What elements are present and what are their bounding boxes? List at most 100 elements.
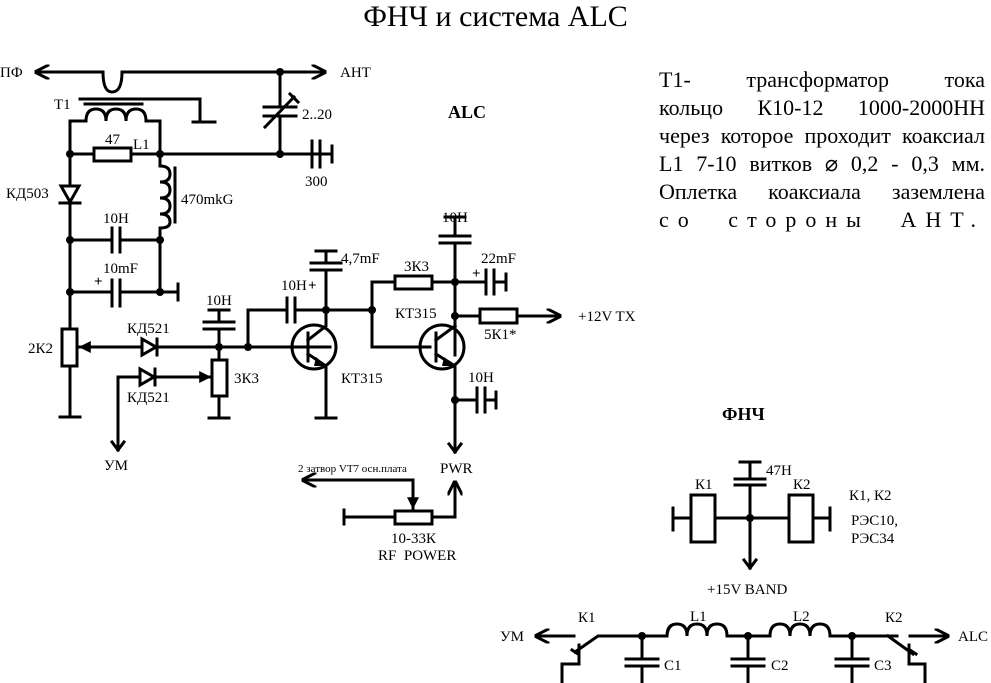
ground — [58, 364, 82, 419]
trimmer-arrow — [262, 91, 301, 130]
note-line-2: кольцо К10-12 1000-2000НН — [659, 95, 985, 120]
c10n-c-label: 10Н — [281, 278, 307, 294]
plus-sign: + — [472, 266, 481, 282]
q1-label: КТ315 — [341, 371, 383, 387]
lpf-alc-label: ALC — [958, 629, 988, 645]
r5k1-label: 5К1* — [484, 327, 517, 343]
main-rf-line — [34, 72, 327, 94]
inductor-l2 — [745, 622, 899, 638]
q1-leads — [246, 308, 338, 420]
relay-types-1: К1, К2 — [849, 488, 892, 504]
wire — [116, 375, 142, 452]
potentiometer-rf-power — [393, 509, 434, 526]
c4-7mf-label: 4,7mF — [341, 251, 380, 267]
capacitor-c3 — [834, 634, 870, 683]
lpf-l2-label: L2 — [793, 609, 810, 625]
transformer-note: T1- трансформатор тока кольцо К10-12 100… — [659, 66, 985, 234]
relay-coil-k1 — [689, 493, 717, 544]
choke-label: 470mkG — [181, 192, 234, 208]
potentiometer-3k3 — [210, 358, 229, 398]
q2-label: КТ315 — [395, 306, 437, 322]
pot-2k2-label: 2К2 — [28, 341, 53, 357]
wire — [342, 508, 457, 526]
lpf-um-label: УМ — [500, 629, 524, 645]
plus-sign: + — [94, 274, 103, 290]
arrow-down — [741, 557, 759, 571]
c10n-b-label: 10Н — [206, 293, 232, 309]
t1-label: T1 — [54, 97, 71, 113]
arrow-down — [109, 439, 127, 453]
ground — [207, 394, 231, 420]
junction — [156, 288, 164, 296]
relay-types-3: РЭС34 — [851, 531, 895, 547]
capacitor-c1 — [624, 634, 660, 683]
c10n-a-label: 10Н — [103, 211, 129, 227]
choke-470mkg — [158, 152, 172, 242]
note-line-6: со стороны АНТ. — [659, 207, 985, 232]
arrow-down — [446, 441, 464, 455]
junction — [66, 236, 74, 244]
junction — [215, 343, 223, 351]
r47-label: 47 — [105, 132, 121, 148]
pot-rf-name: RF POWER — [378, 548, 456, 564]
inductor-l1 — [665, 622, 749, 638]
junction — [66, 288, 74, 296]
page-title: ФНЧ и система ALC — [363, 0, 628, 33]
wire — [907, 643, 927, 683]
capacitor-10n-e — [453, 386, 498, 414]
junction — [848, 632, 856, 640]
diode-kd521-b — [138, 366, 158, 388]
c22mf-label: 22mF — [481, 251, 516, 267]
capacitor-47n — [733, 460, 767, 570]
lpf-k2-label: К2 — [885, 610, 903, 626]
pf-port-label: ПФ — [0, 65, 23, 81]
capacitor-10n-b — [202, 308, 236, 362]
r3k3-label: 3К3 — [404, 259, 429, 275]
junction — [746, 514, 754, 522]
relay-contact-k1 — [572, 634, 669, 655]
wire — [370, 308, 432, 349]
trimmer-label: 2..20 — [302, 107, 332, 123]
gate-port-label: 2 затвор VT7 осн.плата — [298, 463, 407, 475]
plus12tx-label: +12V TX — [578, 309, 636, 325]
um-port-label: УМ — [104, 458, 128, 474]
resistor-47 — [92, 146, 133, 163]
note-line-3: через которое проходит коаксиал — [659, 123, 985, 148]
lpf-k1-label: К1 — [578, 610, 596, 626]
c10mf-label: 10mF — [103, 261, 138, 277]
lpf-c2-label: C2 — [771, 658, 789, 674]
transistor-q2 — [418, 323, 466, 371]
capacitor-10n-d — [438, 215, 472, 357]
q2-leads — [433, 323, 458, 454]
band-label: +15V BAND — [707, 582, 787, 598]
relay-k1-label: К1 — [695, 477, 713, 493]
resistor-3k3 — [393, 274, 434, 291]
pwr-label: PWR — [440, 461, 473, 477]
note-line-5: Оплетка коаксиала заземлена — [659, 179, 985, 204]
lpf-section-title: ФНЧ — [722, 404, 765, 424]
emitter-arrow — [442, 357, 455, 366]
capacitor-c2 — [730, 634, 766, 683]
relay-k2-label: К2 — [793, 477, 811, 493]
lpf-c1-label: C1 — [664, 658, 682, 674]
capacitor-10n-a — [68, 226, 162, 294]
trimmer-capacitor — [262, 70, 298, 156]
junction — [156, 236, 164, 244]
note-line-4: L1 7-10 витков ⌀ 0,2 - 0,3 мм. — [659, 151, 985, 176]
diode-kd503 — [58, 184, 82, 206]
emitter-arrow — [314, 357, 326, 366]
kd521-a-label: КД521 — [127, 321, 170, 337]
relay-coil-k2 — [787, 493, 815, 544]
lpf-c3-label: C3 — [874, 658, 892, 674]
c300-label: 300 — [305, 174, 328, 190]
potentiometer-2k2 — [60, 327, 79, 368]
kd521-b-label: КД521 — [127, 390, 170, 406]
junction — [744, 632, 752, 640]
c10n-d-label: 10Н — [442, 210, 468, 226]
c47n-label: 47Н — [766, 463, 792, 479]
capacitor-4-7mf — [309, 249, 343, 312]
capacitor-22mf — [453, 268, 508, 296]
capacitor-300 — [310, 139, 334, 169]
note-line-1: T1- трансформатор тока — [659, 67, 985, 92]
